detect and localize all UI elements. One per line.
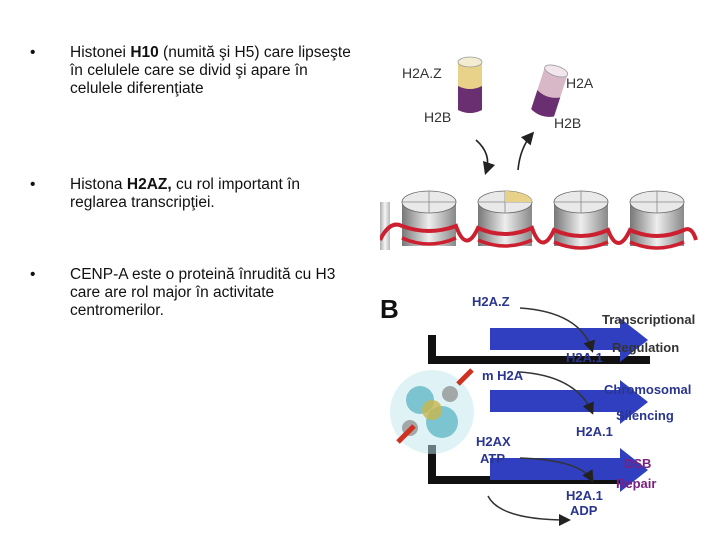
nucleosome xyxy=(477,190,533,246)
bullet-text: Histona H2AZ, cu rol important în reglar… xyxy=(70,176,301,211)
h2a-h2b-dimer xyxy=(531,64,569,117)
label-repair: Repair xyxy=(616,476,656,491)
bullet-marker: • xyxy=(30,44,36,61)
bullet-marker: • xyxy=(30,266,36,283)
label-dsb: DSB xyxy=(624,456,651,471)
label-h2b-left: H2B xyxy=(424,109,451,125)
bracket-top xyxy=(428,335,650,364)
label-h2a1-silencing: H2A.1 xyxy=(576,424,613,439)
label-mh2a: m H2A xyxy=(482,368,524,383)
label-regulation: Regulation xyxy=(612,340,679,355)
label-silencing: Silencing xyxy=(616,408,674,423)
nucleosome xyxy=(629,190,685,246)
dna-strand xyxy=(380,222,698,245)
label-adp: ADP xyxy=(570,503,598,518)
label-h2a1-dsb: H2A.1 xyxy=(566,488,603,503)
nucleosome xyxy=(553,190,609,246)
arrow-silencing xyxy=(490,380,648,424)
label-chromosomal: Chromosomal xyxy=(604,382,691,397)
bullet-text: CENP-A este o proteină înrudită cu H3 ca… xyxy=(70,266,336,319)
arrow-out xyxy=(517,131,535,171)
nucleosome-structure-image xyxy=(390,368,474,454)
arrow-in xyxy=(475,139,496,176)
bullet-text: Histonei H10 (numită şi H5) care lipseşt… xyxy=(70,44,351,97)
arrow-transcription xyxy=(490,318,648,362)
label-h2a-right: H2A xyxy=(566,75,594,91)
bullet-marker: • xyxy=(30,176,36,193)
dimer-bottom-half xyxy=(531,90,561,117)
label-h2az: H2A.Z xyxy=(472,294,510,309)
label-atp: ATP xyxy=(480,451,505,466)
label-h2b-right: H2B xyxy=(554,115,581,131)
label-transcriptional: Transcriptional xyxy=(602,312,695,327)
histone-variant-figure: H2A.Z H2B H2A H2B xyxy=(380,56,698,526)
label-h2ax: H2AX xyxy=(476,434,511,449)
nucleosome xyxy=(401,190,457,246)
h2az-h2b-dimer: H2A.Z H2B xyxy=(402,56,483,125)
panel-label-b: B xyxy=(380,294,399,324)
label-h2az-top: H2A.Z xyxy=(402,65,442,81)
dimer-bottom-half xyxy=(458,86,482,113)
nucleosome-array xyxy=(380,190,698,250)
label-h2a1-transcription: H2A.1 xyxy=(566,350,603,365)
